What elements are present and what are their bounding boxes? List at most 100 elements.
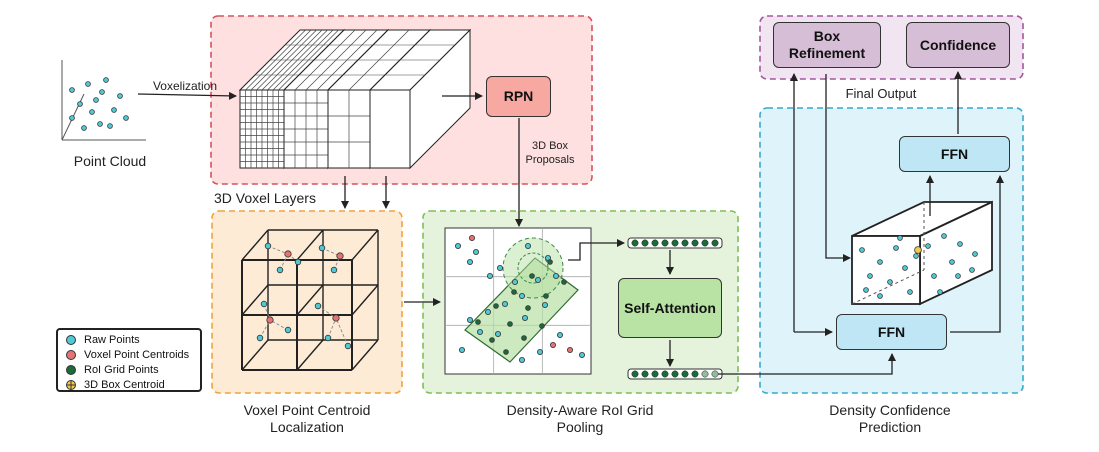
raw-point (525, 242, 532, 249)
raw-point (553, 272, 560, 279)
raw-point (466, 258, 473, 265)
vector-cell (681, 370, 689, 378)
voxelization-label: Voxelization (152, 79, 218, 93)
grid-points-swatch (66, 365, 76, 375)
voxel-centroid (468, 234, 475, 241)
raw-point (859, 247, 865, 253)
arrow-to-vector (568, 239, 625, 261)
raw-point (107, 123, 113, 129)
cube-hidden-edge (851, 269, 925, 305)
centroid-caption-line1: Voxel Point Centroid (243, 402, 371, 418)
raw-point (496, 264, 503, 271)
arrow-to-ffn (718, 353, 896, 375)
raw-point (931, 273, 937, 279)
vector-cell (691, 239, 699, 247)
vector-cell (671, 239, 679, 247)
raw-point (937, 289, 943, 295)
raw-point (863, 287, 869, 293)
proposals-label-line2: Proposals (525, 154, 575, 166)
slab-front-face (369, 89, 411, 169)
vector-cell (671, 370, 679, 378)
raw-point (81, 125, 87, 131)
legend-label: RoI Grid Points (84, 364, 159, 376)
pooling-caption-line1: Density-Aware RoI Grid (506, 402, 654, 418)
roi-grid-point (529, 273, 535, 279)
raw-point (579, 351, 586, 358)
centroid-localization-region (211, 210, 403, 394)
raw-point (256, 334, 264, 342)
roi-grid-point (503, 349, 509, 355)
cube-edge (296, 339, 324, 371)
raw-point (69, 115, 75, 121)
legend-row-voxel-centroids: Voxel Point Centroids (66, 348, 189, 362)
proposals-label: 3D Box Proposals (510, 139, 590, 167)
raw-point (284, 326, 292, 334)
raw-point (519, 292, 526, 299)
raw-point (897, 235, 903, 241)
centroid-link (317, 305, 337, 319)
crosshair-icon (67, 381, 75, 389)
raw-point (85, 81, 91, 87)
voxel-centroid (567, 346, 574, 353)
roi-pooling-caption: Density-Aware RoI Grid Pooling (470, 402, 690, 436)
raw-point (972, 251, 978, 257)
raw-point (913, 253, 919, 259)
raw-point (902, 265, 908, 271)
voxel-layers-label: 3D Voxel Layers (214, 190, 316, 206)
centroid-caption-line2: Localization (270, 419, 344, 435)
raw-point (454, 242, 461, 249)
raw-point (494, 330, 501, 337)
final-output-label: Final Output (845, 86, 917, 101)
vector-cell (681, 239, 689, 247)
feature-vector-top (627, 237, 723, 249)
box-refinement-line1: Box (813, 28, 841, 44)
raw-point (867, 273, 873, 279)
self-attention-block: Self-Attention (618, 278, 722, 338)
vector-cell (631, 370, 639, 378)
voxel-layer-stack (238, 28, 472, 170)
raw-point (957, 241, 963, 247)
vector-cell (691, 370, 699, 378)
raw-point (330, 266, 338, 274)
cube-edge (351, 284, 379, 316)
raw-point (522, 314, 529, 321)
density-caption-line2: Prediction (858, 419, 922, 435)
raw-point (955, 273, 961, 279)
raw-point (877, 259, 883, 265)
legend-row-box-centroid: 3D Box Centroid (66, 378, 165, 392)
roi-grid-plot (444, 227, 592, 375)
vector-cell (701, 370, 709, 378)
raw-point (99, 89, 105, 95)
vector-cell (711, 239, 719, 247)
density-region-inner (517, 252, 549, 284)
raw-point (458, 346, 465, 353)
raw-point (89, 109, 95, 115)
roi-grid-point (543, 293, 549, 299)
density-caption-line1: Density Confidence (829, 402, 951, 418)
vector-cell (641, 239, 649, 247)
legend-label: 3D Box Centroid (84, 379, 165, 391)
feature-vector-bottom (627, 368, 723, 380)
raw-point (486, 272, 493, 279)
rpn-block: RPN (486, 76, 551, 117)
raw-point (519, 356, 526, 363)
raw-point (877, 293, 883, 299)
roi-grid-point (525, 305, 531, 311)
cube-edge (241, 284, 269, 316)
raw-point (907, 289, 913, 295)
legend-label: Raw Points (84, 334, 140, 346)
roi-grid-point (493, 303, 499, 309)
point-cloud-label: Point Cloud (73, 153, 147, 169)
raw-point (276, 266, 284, 274)
raw-point (925, 243, 931, 249)
point-cloud-axes (61, 60, 146, 141)
raw-point (344, 342, 352, 350)
roi-grid-point (507, 321, 513, 327)
box-centroid-swatch (66, 380, 76, 390)
raw-point (117, 93, 123, 99)
raw-point (69, 87, 75, 93)
raw-point (969, 267, 975, 273)
cube-edge (351, 229, 379, 261)
